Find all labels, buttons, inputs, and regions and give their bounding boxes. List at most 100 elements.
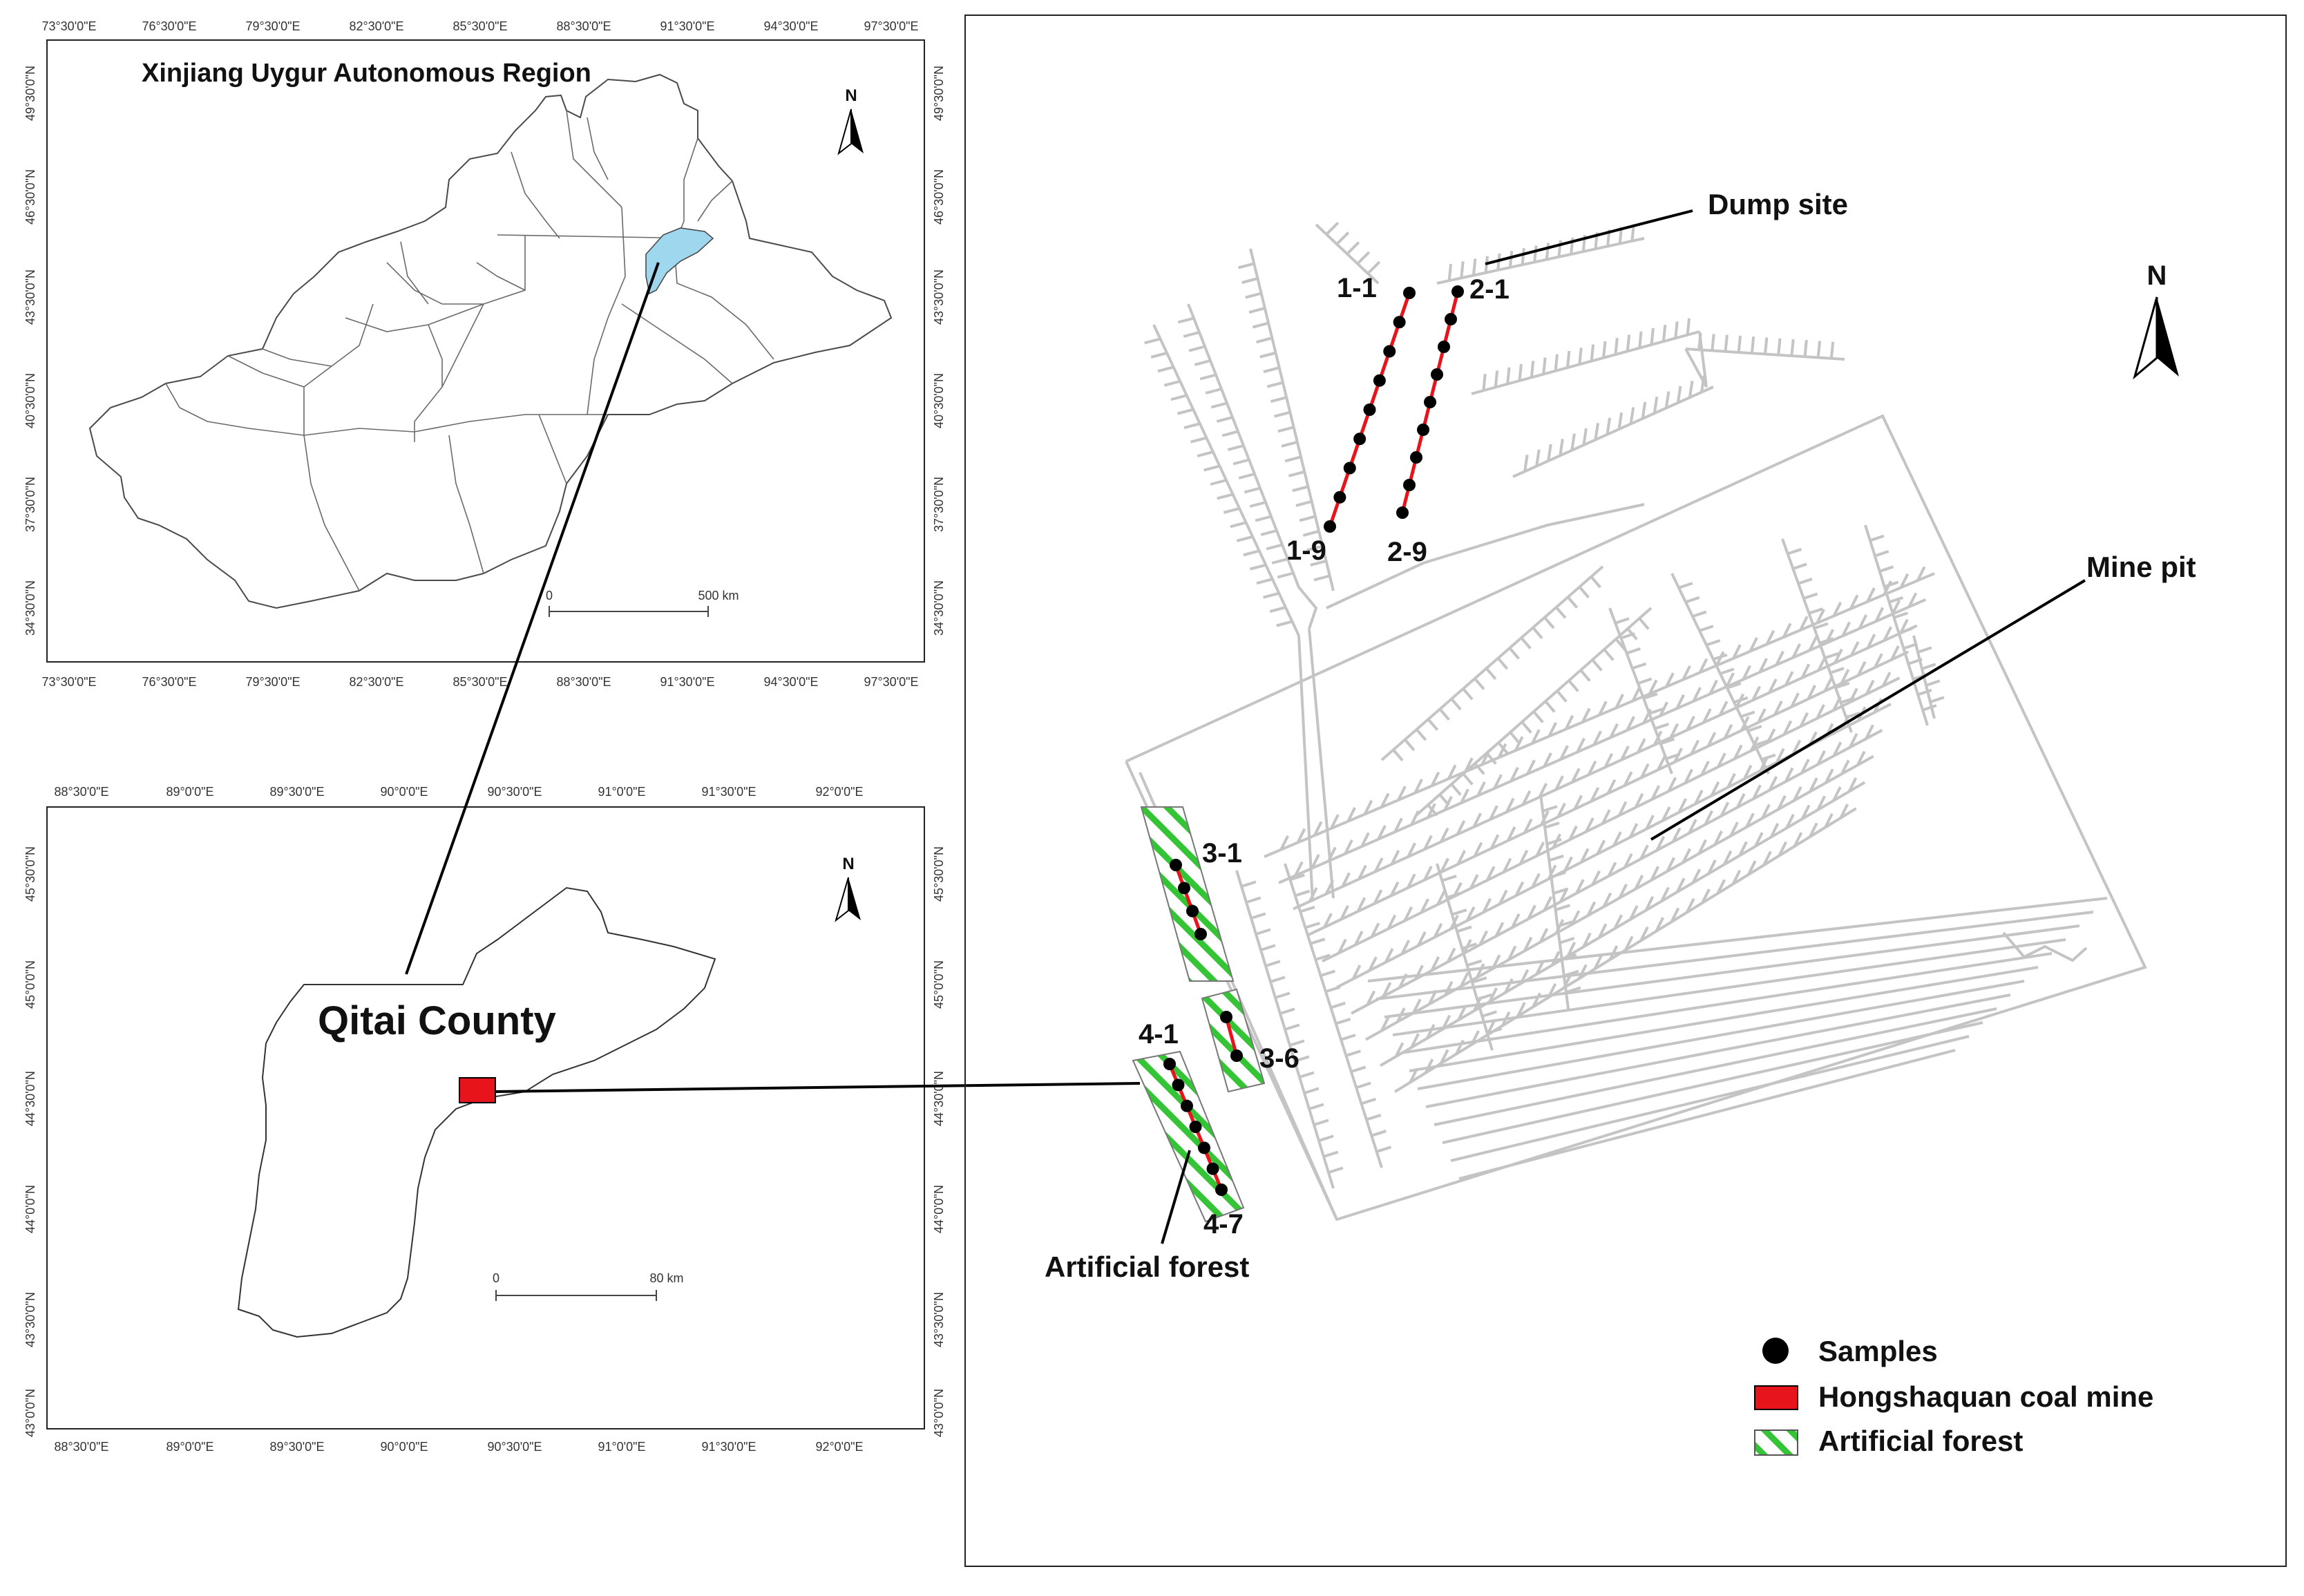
pit-contour [1684,331,1708,388]
sample-label: 4-7 [1203,1209,1244,1239]
xinjiang-outline [88,73,893,609]
bench-tick [1190,436,1207,444]
bench-tick [1555,606,1567,619]
bench-tick [1552,887,1568,895]
bench-tick [1769,823,1780,838]
bench-tick [1639,926,1649,942]
lat-tick-label: 43°0'0"N [23,1389,37,1437]
north-label: N [2147,260,2167,291]
sample-point [1215,1184,1228,1196]
bench-tick [1773,700,1783,716]
county-map: 88°30'0"E 89°0'0"E 89°30'0"E 90°0'0"E 90… [23,785,946,1454]
bench-tick [1808,636,1818,652]
bench-tick [1660,886,1670,902]
bench-tick [1629,407,1635,424]
bench-tick [1294,861,1304,877]
bench-tick [1930,696,1945,703]
bench-tick [1487,1027,1503,1035]
bench-tick [1363,799,1373,815]
bench-tick [1457,1005,1467,1021]
lon-tick-label: 76°30'0"E [142,675,196,689]
bench-tick [1733,696,1749,704]
bench-tick [1188,345,1206,352]
bench-tick [1754,832,1764,847]
bench-tick [1596,839,1606,855]
bench-tick [1306,544,1323,552]
lat-tick-label: 45°0'0"N [932,960,946,1009]
bench-tick [1508,647,1520,660]
bench-tick [1874,653,1883,669]
bench-tick [1197,450,1214,458]
bench-tick [1275,991,1291,999]
bench-tick [1259,351,1277,359]
bench-tick [1866,634,1876,649]
bench-tick [1615,617,1630,625]
bench-tick [1461,942,1477,950]
bench-tick [1758,658,1768,673]
legend-label: Artificial forest [1818,1425,2023,1457]
bench-tick [1177,316,1194,324]
bench-tick [1243,549,1260,557]
lon-tick-label: 94°30'0"E [763,675,818,689]
sample-point [1451,285,1464,298]
bench-tick [1368,956,1378,971]
bench-tick [1289,873,1305,882]
bench-tick [1803,592,1818,600]
bench-tick [1488,987,1498,1003]
scale-end-label: 500 km [698,589,739,602]
bench-tick [1694,790,1704,805]
bench-tick [1570,910,1581,925]
lon-tick-label: 92°0'0"E [815,1440,863,1454]
bench-tick [1587,760,1597,776]
bench-tick [1380,1016,1390,1032]
pit-contour [1781,538,1853,733]
sample-points [1163,285,1464,1196]
bench-tick [1203,464,1220,472]
bench-tick [1888,596,1904,604]
bench-tick [1691,868,1702,884]
bench-tick [1785,813,1795,829]
bench-tick [1676,386,1682,403]
bench-tick [1874,550,1889,558]
legend-label: Hongshaquan coal mine [1818,1380,2153,1413]
bench-tick [1340,904,1349,920]
bench-tick [1518,849,1529,865]
bench-tick [1834,648,1843,664]
bench-tick [1559,439,1564,456]
bench-tick [1456,925,1472,933]
bench-tick [1393,817,1403,833]
bench-tick [1682,665,1691,681]
bench-tick [1576,737,1586,753]
bench-tick [1255,515,1272,522]
bench-tick [1356,251,1371,265]
bench-tick [1340,1034,1356,1041]
scale-end-label: 80 km [649,1271,683,1285]
bench-tick [1546,838,1562,846]
sample-point [1403,287,1416,299]
bench-tick [1244,486,1261,494]
bench-tick [1543,616,1555,629]
bench-tick [1702,708,1712,723]
bench-tick [1565,986,1581,994]
bench-tick [1598,701,1608,716]
bench-tick [1554,775,1564,790]
bench-tick [1784,767,1794,783]
north-label: N [842,855,854,873]
bench-tick [1323,913,1333,928]
bench-tick [1925,679,1941,687]
bench-tick [1284,1023,1300,1031]
bench-tick [1521,721,1532,734]
bench-tick [1582,428,1588,446]
bench-tick [1602,341,1607,359]
pit-contour [1417,980,2025,1090]
bench-tick [1800,759,1810,774]
bench-tick [1482,374,1487,391]
bench-tick [1407,873,1416,889]
bench-tick [1593,954,1603,970]
pit-contour [1400,952,2053,1054]
bench-tick [1738,841,1748,857]
coal-mine-marker [459,1077,496,1103]
lon-tick-label: 79°30'0"E [245,675,300,689]
pit-contour [1539,794,1570,1009]
bench-tick [1299,515,1316,522]
